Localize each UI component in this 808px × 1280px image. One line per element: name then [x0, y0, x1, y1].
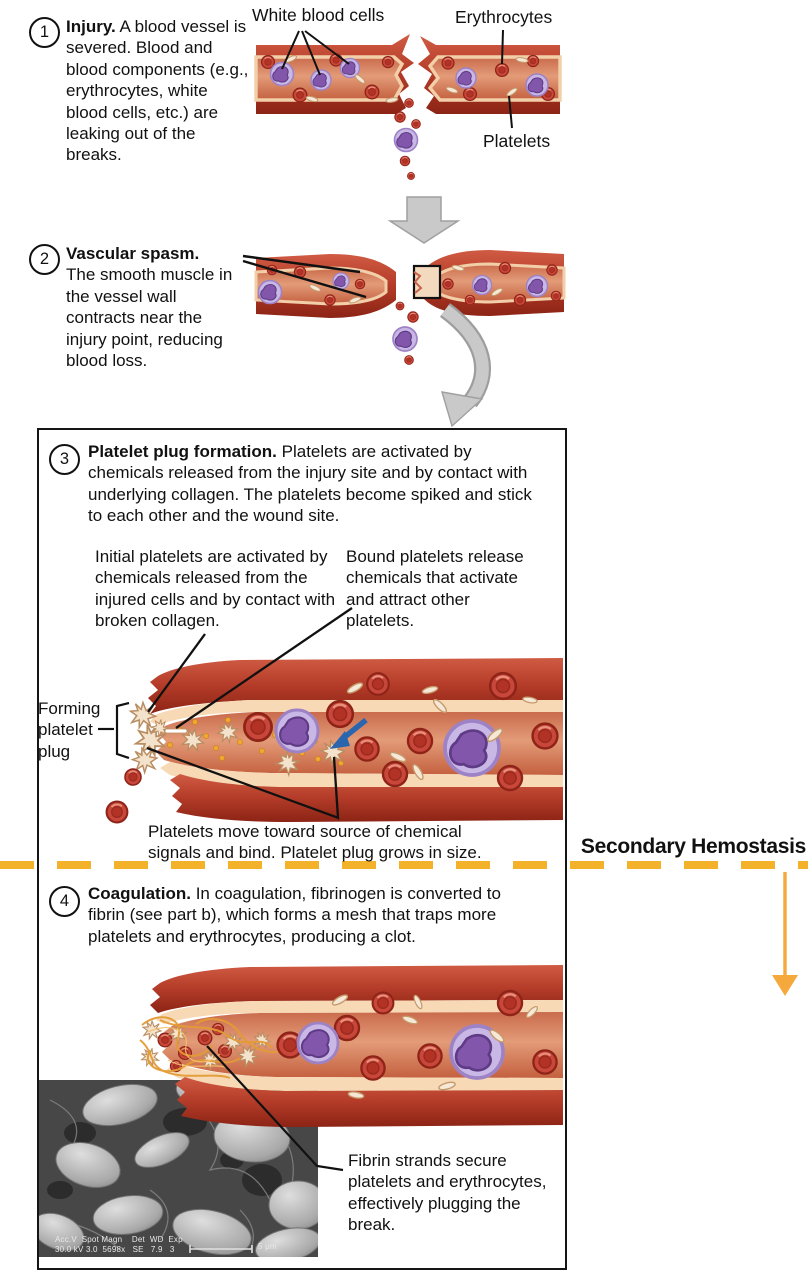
forming-plug-bracket: [98, 701, 130, 760]
sem-meta-line2: 30.0 kV 3.0 5698x SE 7.9 3: [55, 1245, 175, 1254]
label-white-blood-cells: White blood cells: [252, 5, 385, 25]
step-2-badge: 2: [29, 244, 60, 275]
step-1-number: 1: [39, 23, 50, 41]
vessel-injury-illustration: [254, 29, 562, 180]
fibrin-mesh: [139, 1016, 283, 1079]
fibrin-pointer-line: [206, 1045, 344, 1172]
step-4-badge: 4: [49, 886, 80, 917]
label-erythrocytes: Erythrocytes: [455, 7, 553, 27]
coagulation-illustration: [137, 965, 563, 1127]
annotation-platelets-move: Platelets move toward source of chemical…: [148, 822, 482, 863]
secondary-hemostasis-arrow: [772, 872, 798, 996]
label-forming-platelet-plug: Forming platelet plug: [38, 699, 101, 761]
curved-arrow-icon: [439, 303, 492, 428]
step-1-badge: 1: [29, 17, 60, 48]
platelet-plug-illustration: [98, 607, 563, 822]
step-4-text: Coagulation. In coagulation, fibrinogen …: [88, 884, 501, 946]
step-3-badge: 3: [49, 444, 80, 475]
step-1-text: Injury. A blood vessel is severed. Blood…: [66, 17, 249, 165]
step-2-text: Vascular spasm. The smooth muscle in the…: [66, 244, 233, 371]
vessel-spasm-illustration: [242, 250, 566, 428]
sem-meta-line1: Acc.V Spot Magn Det WD Exp: [55, 1235, 183, 1244]
annotation-initial-platelets: Initial platelets are activated by chemi…: [95, 547, 336, 631]
step-4-number: 4: [59, 892, 70, 910]
label-platelets: Platelets: [483, 131, 551, 151]
sem-scale-label: 5 μm: [258, 1242, 277, 1251]
injury-zoom-rectangle: [412, 264, 442, 300]
sem-scale-bar: [189, 1245, 253, 1253]
annotation-bound-platelets: Bound platelets release chemicals that a…: [346, 547, 524, 631]
annotation-fibrin-strands: Fibrin strands secure platelets and eryt…: [348, 1151, 547, 1235]
step-2-number: 2: [39, 250, 50, 268]
down-arrow-icon: [387, 196, 461, 244]
secondary-hemostasis-divider: [0, 861, 808, 869]
step-3-text: Platelet plug formation. Platelets are a…: [88, 442, 532, 526]
chemotaxis-arrow-icon: [330, 717, 368, 749]
secondary-hemostasis-label: Secondary Hemostasis: [580, 835, 806, 858]
step-3-number: 3: [59, 450, 70, 468]
